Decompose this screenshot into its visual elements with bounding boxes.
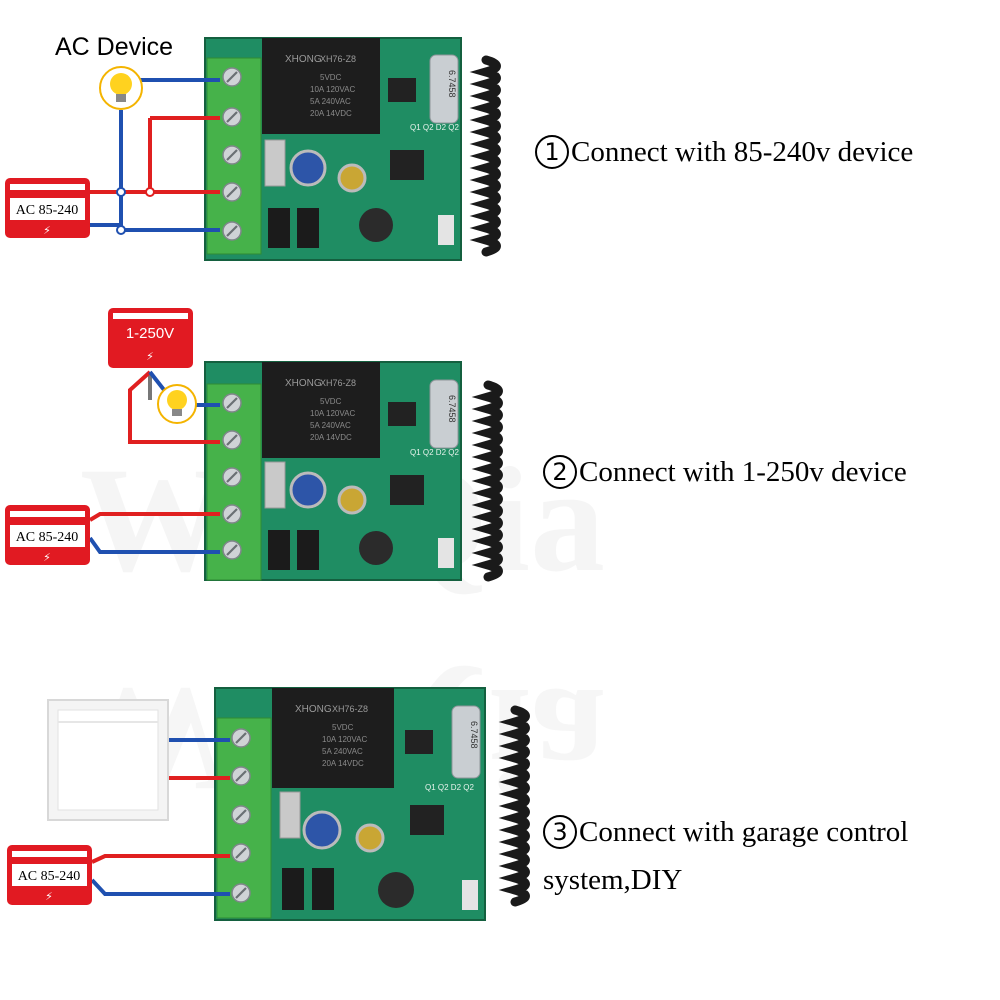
svg-text:Q1 Q2 D2 Q2: Q1 Q2 D2 Q2	[410, 123, 459, 132]
svg-text:Q1 Q2 D2 Q2: Q1 Q2 D2 Q2	[410, 448, 459, 457]
crystal-label: 6.7458	[469, 721, 479, 749]
lightning-bolt-icon: ⚡	[43, 224, 51, 237]
dc-power-label: 1-250V	[126, 325, 174, 342]
relay-brand-text: XHONG	[285, 54, 322, 65]
bulb-icon	[157, 384, 197, 424]
svg-text:5A 240VAC: 5A 240VAC	[310, 421, 351, 430]
step-number-1: 1	[535, 135, 569, 169]
svg-text:5A 240VAC: 5A 240VAC	[322, 747, 363, 756]
relay	[262, 38, 380, 134]
caption-3-line2: system,DIY	[543, 864, 683, 896]
svg-text:20A 14VDC: 20A 14VDC	[310, 433, 352, 442]
antenna-coil	[515, 710, 526, 902]
ac-power-box: AC 85-240 ⚡	[5, 505, 90, 565]
crystal	[451, 705, 481, 779]
step-number-3: 3	[543, 815, 577, 849]
svg-text:20A 14VDC: 20A 14VDC	[322, 759, 364, 768]
svg-text:20A 14VDC: 20A 14VDC	[310, 109, 352, 118]
section-3-diagram: XHONG XH76-Z8 5VDC 10A 120VAC 5A 240VAC …	[7, 687, 526, 921]
crystal	[429, 54, 459, 124]
bulb-icon	[99, 66, 143, 110]
terminal-block	[206, 383, 262, 581]
relay	[262, 362, 380, 458]
caption-1-text: Connect with 85-240v device	[571, 136, 914, 168]
caption-2-text: Connect with 1-250v device	[579, 456, 907, 488]
ac-power-box: AC 85-240 ⚡	[7, 845, 92, 905]
svg-text:10A 120VAC: 10A 120VAC	[310, 85, 355, 94]
antenna-coil	[488, 385, 499, 577]
antenna-coil	[486, 60, 497, 252]
dc-power-box: 1-250V ⚡	[108, 308, 193, 368]
svg-text:5VDC: 5VDC	[332, 723, 354, 732]
relay-brand-text: XHONG	[285, 378, 322, 389]
section-2-diagram: XHONG XH76-Z8 5VDC 10A 120VAC 5A 240VAC …	[5, 308, 499, 580]
wires	[90, 738, 230, 896]
lightning-bolt-icon: ⚡	[146, 350, 154, 363]
svg-text:XH76-Z8: XH76-Z8	[320, 378, 356, 388]
ac-device-label: AC Device	[55, 33, 174, 61]
ac-power-label: AC 85-240	[18, 869, 81, 884]
ac-power-box: AC 85-240 ⚡	[5, 178, 90, 238]
svg-text:5VDC: 5VDC	[320, 73, 342, 82]
lightning-bolt-icon: ⚡	[45, 890, 53, 903]
crystal	[429, 379, 459, 449]
svg-text:5VDC: 5VDC	[320, 397, 342, 406]
svg-text:10A 120VAC: 10A 120VAC	[322, 735, 367, 744]
svg-text:XH76-Z8: XH76-Z8	[332, 704, 368, 714]
relay-brand-text: XHONG	[295, 704, 332, 715]
terminal-block	[206, 57, 262, 255]
caption-3-text: Connect with garage control	[579, 816, 909, 848]
crystal-label: 6.7458	[447, 70, 457, 98]
crystal-label: 6.7458	[447, 395, 457, 423]
step-number-2: 2	[543, 455, 577, 489]
svg-text:10A 120VAC: 10A 120VAC	[310, 409, 355, 418]
relay	[272, 688, 394, 788]
svg-text:Q1 Q2 D2 Q2: Q1 Q2 D2 Q2	[425, 783, 474, 792]
wall-switch	[47, 699, 169, 821]
terminal-block	[216, 717, 272, 919]
section-1-diagram: XHONG XH76-Z8 5VDC 10A 120VAC 5A 240VAC …	[5, 37, 497, 261]
lightning-bolt-icon: ⚡	[43, 551, 51, 564]
ac-power-label: AC 85-240	[16, 530, 79, 545]
svg-text:XH76-Z8: XH76-Z8	[320, 54, 356, 64]
svg-text:5A 240VAC: 5A 240VAC	[310, 97, 351, 106]
ac-power-label: AC 85-240	[16, 203, 79, 218]
